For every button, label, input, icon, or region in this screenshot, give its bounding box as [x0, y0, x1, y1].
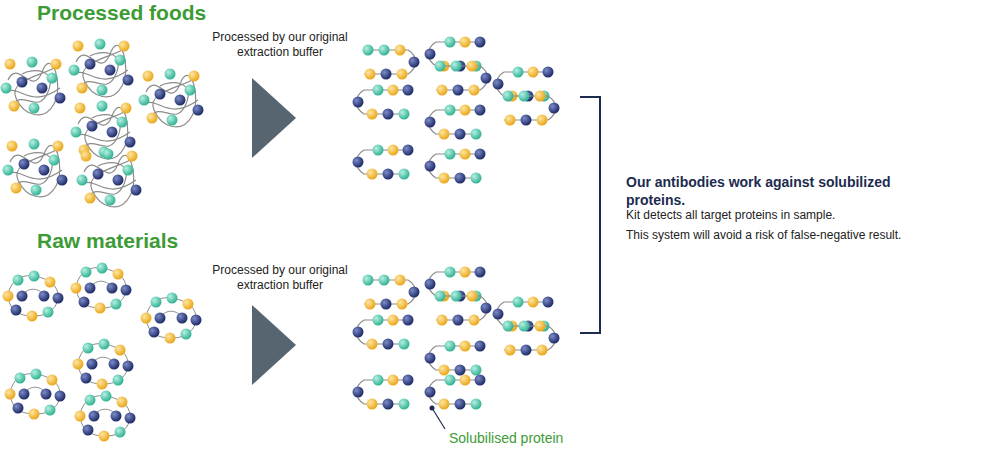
solubilized-proteins-top	[353, 37, 560, 184]
illustration-part	[435, 291, 492, 326]
section-heading: Processed foods	[37, 0, 206, 26]
illustration-part	[139, 69, 204, 127]
illustration-part	[73, 339, 134, 390]
illustration-part	[75, 391, 136, 442]
illustration-part	[425, 149, 486, 184]
result-note: Kit detects all target proteins in sampl…	[626, 208, 986, 223]
section-heading: Raw materials	[37, 228, 178, 254]
result-note: This system will avoid a risk of false-n…	[626, 228, 991, 243]
illustration-part	[353, 85, 414, 120]
illustration-part	[5, 369, 66, 420]
illustration-part	[77, 149, 142, 207]
illustration-part	[503, 91, 560, 126]
callout-label: Solubilised protein	[449, 430, 563, 448]
process-arrow	[252, 78, 296, 158]
illustration-part	[363, 275, 420, 310]
illustration-part	[3, 271, 64, 322]
illustration-part	[425, 341, 486, 376]
process-arrow	[252, 305, 296, 385]
illustration-part	[141, 293, 202, 344]
illustration-part	[435, 61, 492, 96]
illustration-part	[3, 139, 68, 197]
illustration-part	[71, 101, 136, 159]
processed-food-proteins	[1, 39, 204, 207]
step-label: Processed by our original extraction buf…	[190, 263, 370, 293]
solubilized-proteins-bottom	[353, 267, 560, 410]
illustration-part	[353, 375, 414, 410]
bracket	[580, 97, 600, 333]
raw-material-proteins	[3, 263, 202, 442]
leader-line	[432, 408, 445, 429]
illustration-part	[353, 145, 414, 180]
illustration-part	[503, 321, 560, 356]
step-label: Processed by our original extraction buf…	[190, 30, 370, 60]
illustration-part	[69, 39, 134, 97]
illustration-part	[425, 105, 486, 140]
illustration-part	[71, 263, 132, 314]
result-heading: Our antibodies work against solubilized …	[626, 174, 926, 209]
illustration-part	[353, 315, 414, 350]
illustration-part	[425, 375, 486, 410]
illustration-part	[1, 57, 66, 115]
illustration-part	[363, 45, 420, 80]
